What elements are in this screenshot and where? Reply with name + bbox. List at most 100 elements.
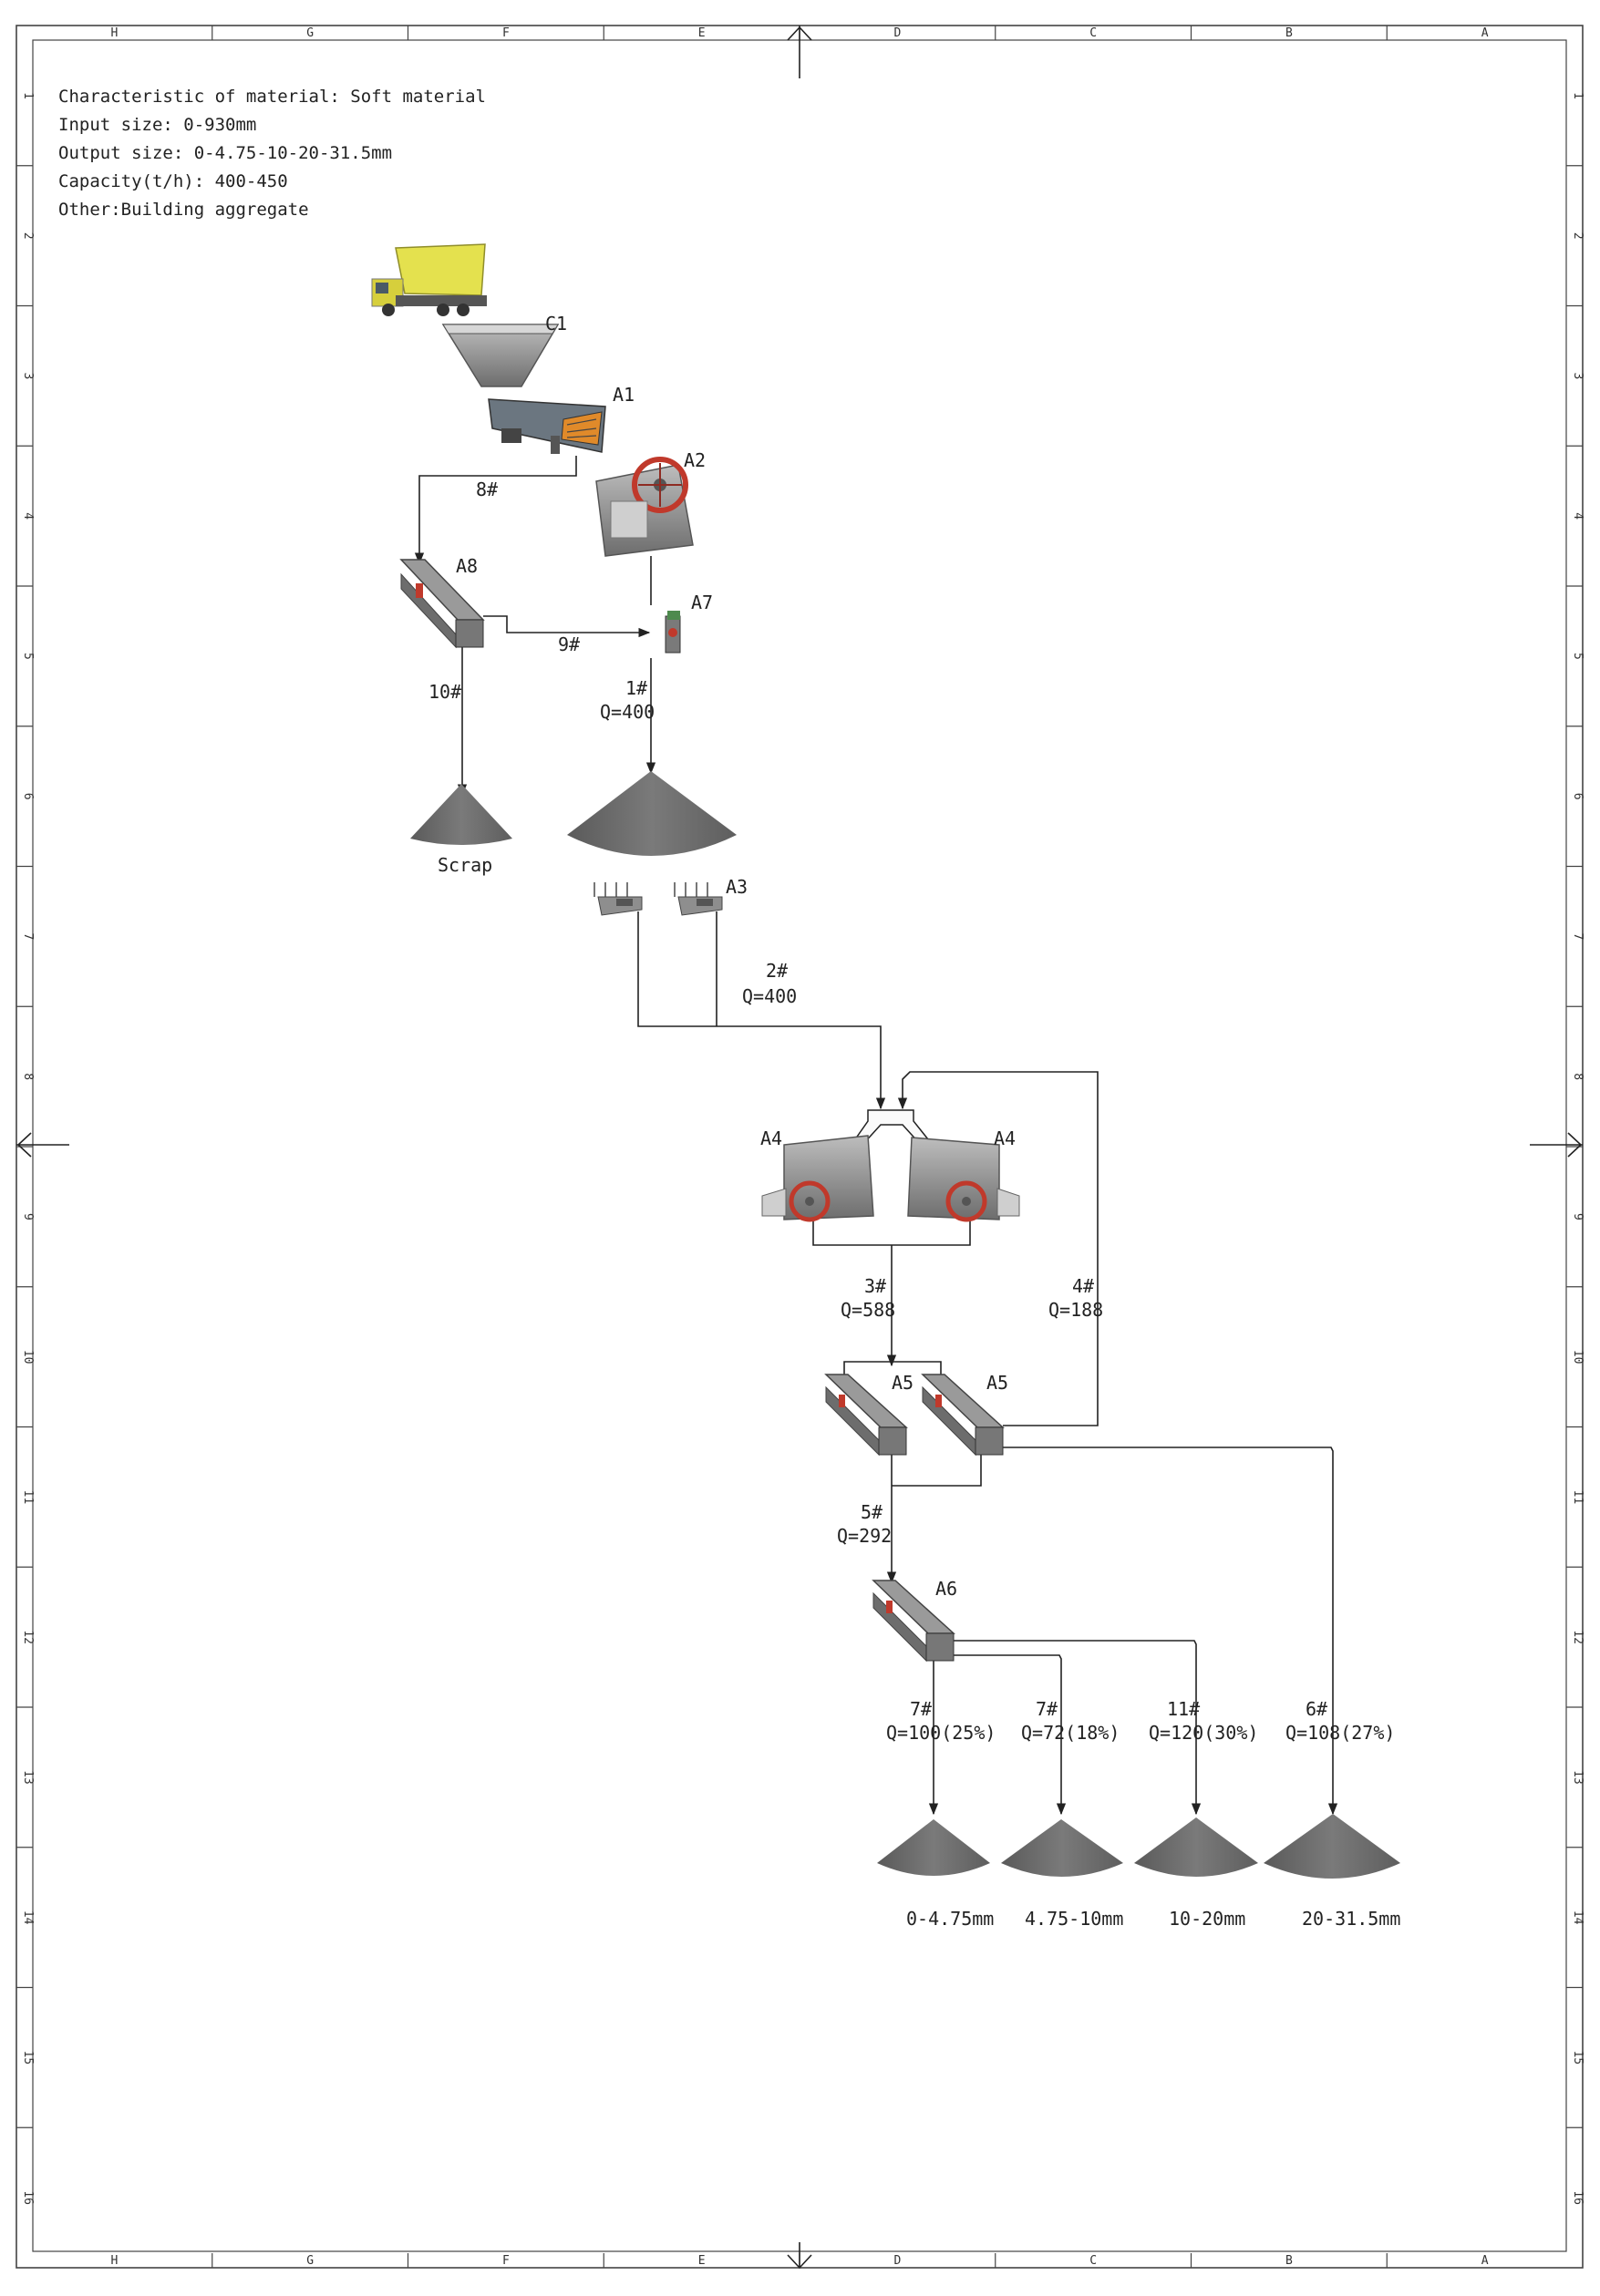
row-label-right: 4 [1571, 512, 1585, 520]
flow-line-8 [414, 456, 577, 565]
column-label-top: C [1089, 26, 1097, 40]
flow-label-5: 5# [861, 1501, 883, 1523]
flow-line-9 [483, 615, 651, 638]
flow-label-4-q: Q=188 [1048, 1299, 1103, 1321]
row-label-right: 9 [1571, 1213, 1585, 1220]
column-label-bottom: D [893, 2254, 901, 2268]
row-label-left: 13 [21, 1770, 35, 1785]
row-label-right: 5 [1571, 653, 1585, 660]
column-label-top: B [1285, 26, 1293, 40]
pile-20-31-5 [1264, 1814, 1400, 1879]
column-label-bottom: A [1481, 2254, 1489, 2268]
pile-4-75-10 [1001, 1819, 1123, 1877]
row-label-left: 9 [21, 1213, 35, 1220]
a5-screen-left: A5 [824, 1372, 914, 1457]
flow-label-3-q: Q=588 [841, 1299, 895, 1321]
row-label-right: 10 [1571, 1350, 1585, 1364]
row-label-left: 7 [21, 932, 35, 940]
row-label-left: 8 [21, 1073, 35, 1080]
a3-feeder-left [594, 882, 643, 916]
flow-label-p4: 6# [1306, 1698, 1327, 1720]
bottom-center-mark [787, 2242, 812, 2270]
pile-label-scrap: Scrap [438, 854, 492, 876]
column-label-top: A [1481, 26, 1489, 40]
row-label-left: 14 [21, 1910, 35, 1925]
flow-label-10: 10# [428, 681, 461, 703]
row-label-left: 4 [21, 512, 35, 520]
flywheel-icon [632, 457, 688, 513]
label-a5-left: A5 [892, 1372, 914, 1394]
label-a6: A6 [935, 1578, 957, 1600]
label-a3: A3 [726, 876, 748, 898]
spec-other: Other:Building aggregate [58, 200, 309, 220]
flow-line-4 [897, 1071, 1099, 1426]
spec-output: Output size: 0-4.75-10-20-31.5mm [58, 143, 392, 163]
label-a4-left: A4 [760, 1127, 782, 1149]
flow-label-p1: 7# [910, 1698, 932, 1720]
label-a1: A1 [613, 384, 635, 406]
label-a2: A2 [684, 449, 706, 471]
flow-label-p4-q: Q=108(27%) [1285, 1722, 1395, 1744]
c1-hopper: C1 [441, 313, 567, 387]
scrap-pile [410, 784, 512, 845]
row-label-left: 15 [21, 2051, 35, 2065]
row-label-right: 14 [1571, 1910, 1585, 1925]
pile-10-20 [1134, 1817, 1258, 1877]
row-label-right: 16 [1571, 2190, 1585, 2205]
pile-0-4-75 [877, 1819, 990, 1876]
flow-label-1-q: Q=400 [600, 701, 655, 723]
row-label-left: 6 [21, 793, 35, 800]
a7-separator: A7 [665, 592, 713, 654]
flow-labels: 8# 9# 10# 1# Q=400 2# Q=400 3# Q=588 4# … [428, 479, 1395, 1744]
column-label-bottom: G [306, 2254, 314, 2268]
flow-label-p1-q: Q=100(25%) [886, 1722, 996, 1744]
row-label-left: 1 [21, 92, 35, 99]
column-label-top: E [698, 26, 706, 40]
left-center-mark [16, 1132, 69, 1158]
row-label-left: 2 [21, 232, 35, 240]
a3-feeders: A3 [594, 876, 748, 916]
flow-line-6 [1003, 1447, 1338, 1816]
flow-line-3-split [843, 1361, 942, 1375]
label-c1: C1 [545, 313, 567, 335]
row-label-left: 10 [21, 1350, 35, 1364]
row-label-right: 13 [1571, 1770, 1585, 1785]
spec-block: Characteristic of material: Soft materia… [58, 87, 486, 220]
flow-line-a4-discharge [812, 1218, 971, 1246]
a2-jaw-crusher: A2 [595, 449, 706, 557]
column-label-bottom: C [1089, 2254, 1097, 2268]
spec-material: Characteristic of material: Soft materia… [58, 87, 486, 107]
flow-label-5-q: Q=292 [837, 1525, 892, 1547]
row-label-left: 3 [21, 372, 35, 379]
label-a4-right: A4 [994, 1127, 1016, 1149]
pile-label-p2: 4.75-10mm [1025, 1908, 1123, 1930]
flow-label-3: 3# [864, 1275, 886, 1297]
flow-label-p3-q: Q=120(30%) [1149, 1722, 1258, 1744]
row-label-right: 11 [1571, 1490, 1585, 1505]
flow-label-2-q: Q=400 [742, 985, 797, 1007]
flow-label-p2-q: Q=72(18%) [1021, 1722, 1120, 1744]
row-label-right: 15 [1571, 2051, 1585, 2065]
column-label-bottom: H [110, 2254, 118, 2268]
flow-line-p2 [952, 1654, 1067, 1816]
flow-lines [414, 456, 1338, 1816]
a3-feeder-right [674, 882, 723, 916]
a1-vibrating-feeder: A1 [488, 384, 635, 454]
column-label-bottom: B [1285, 2254, 1293, 2268]
label-a8: A8 [456, 555, 478, 577]
spec-input: Input size: 0-930mm [58, 115, 256, 135]
row-label-right: 7 [1571, 932, 1585, 940]
column-label-bottom: F [502, 2254, 510, 2268]
spec-capacity: Capacity(t/h): 400-450 [58, 171, 288, 191]
row-label-right: 6 [1571, 793, 1585, 800]
row-label-left: 16 [21, 2190, 35, 2205]
row-label-right: 2 [1571, 232, 1585, 240]
label-a5-right: A5 [986, 1372, 1008, 1394]
top-center-mark [787, 26, 812, 78]
row-label-right: 3 [1571, 372, 1585, 379]
flow-label-9: 9# [558, 633, 580, 655]
pile-label-p4: 20-31.5mm [1302, 1908, 1400, 1930]
